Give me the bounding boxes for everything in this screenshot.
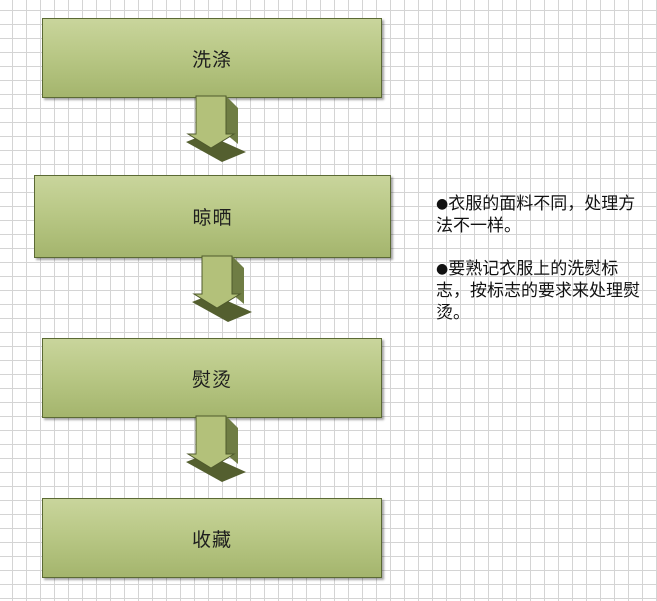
down-arrow-3d-icon — [186, 415, 246, 482]
step-iron: 熨烫 — [42, 338, 382, 418]
note-fabric: ●衣服的面料不同，处理方法不一样。 — [436, 193, 641, 237]
step-dry: 晾晒 — [34, 175, 391, 258]
note-care-label: ●要熟记衣服上的洗熨标志，按标志的要求来处理熨烫。 — [436, 258, 641, 324]
step-label: 收藏 — [191, 528, 232, 551]
down-arrow-3d-icon — [186, 95, 246, 162]
note-text: 要熟记衣服上的洗熨标志，按标志的要求来处理熨烫。 — [436, 259, 640, 323]
step-store: 收藏 — [42, 498, 382, 578]
step-label: 晾晒 — [192, 207, 233, 229]
bullet-icon: ● — [436, 261, 449, 277]
note-text: 衣服的面料不同，处理方法不一样。 — [436, 194, 636, 236]
bullet-icon: ● — [436, 196, 449, 212]
step-label: 熨烫 — [191, 368, 232, 391]
notes-panel: ●衣服的面料不同，处理方法不一样。 ●要熟记衣服上的洗熨标志，按标志的要求来处理… — [436, 193, 641, 345]
step-wash: 洗涤 — [42, 18, 382, 98]
step-label: 洗涤 — [191, 48, 232, 71]
down-arrow-3d-icon — [192, 255, 252, 322]
